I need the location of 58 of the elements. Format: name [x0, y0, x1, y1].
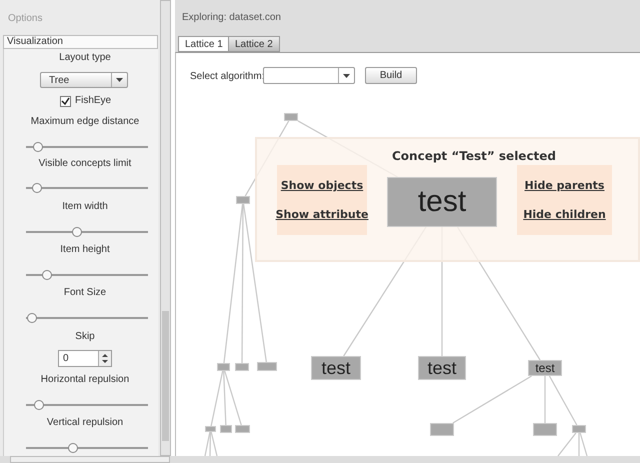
concept-node: test — [418, 356, 466, 380]
connector-line — [580, 432, 588, 456]
concept-node — [430, 423, 454, 436]
field-label: Layout type — [59, 52, 111, 63]
connector-line — [241, 204, 244, 363]
field-label: Vertical repulsion — [46, 417, 124, 428]
concept-node: test — [387, 177, 497, 227]
concept-node — [235, 425, 250, 433]
concept-node — [205, 426, 216, 432]
action-panel — [277, 165, 367, 235]
field-label: Horizontal repulsion — [40, 374, 130, 385]
connector-line — [578, 433, 580, 456]
text-link: Show attribute — [276, 208, 368, 221]
concept-node — [284, 113, 298, 121]
connector-line — [210, 432, 218, 456]
connector-line — [223, 204, 244, 364]
concept-node — [217, 363, 230, 371]
selection-panel — [255, 137, 640, 262]
connector-line — [223, 370, 226, 426]
field-label: Skip — [75, 331, 95, 342]
checkbox: FishEye — [60, 95, 112, 107]
connector-line — [210, 370, 224, 426]
panel-title: Concept “Test” selected — [392, 149, 556, 163]
section-header: Visualization — [3, 35, 158, 49]
connector-line — [242, 204, 267, 362]
action-panel — [517, 165, 612, 235]
field-label: Item width — [62, 201, 108, 212]
connector-line — [244, 120, 290, 196]
dropdown: Tree — [40, 72, 128, 88]
concept-node — [533, 423, 557, 436]
header-title: Exploring: dataset.con — [182, 12, 281, 23]
text-link: Show objects — [280, 179, 364, 192]
field-label: Font Size — [64, 287, 106, 298]
concept-node — [220, 425, 232, 433]
concept-node: test — [528, 360, 562, 376]
number-field: 0 — [58, 350, 112, 367]
field-label: Select algorithm: — [190, 71, 264, 82]
connector-line — [224, 370, 242, 426]
tab: Lattice 2 — [228, 36, 280, 52]
text-link: Hide children — [523, 208, 606, 221]
button: Build — [365, 67, 417, 84]
connector-line — [452, 375, 532, 424]
tab: Lattice 1 — [178, 36, 230, 52]
connector-line — [558, 432, 576, 456]
concept-node — [235, 363, 249, 371]
concept-node: test — [311, 356, 361, 380]
panel-title: Options — [8, 13, 42, 24]
field-label: Visible concepts limit — [38, 158, 132, 169]
concept-node — [236, 196, 250, 204]
connector-line — [548, 376, 578, 426]
connector-line — [204, 432, 210, 456]
field-label: Item height — [60, 244, 110, 255]
field-label: Maximum edge distance — [30, 116, 140, 127]
concept-node — [572, 425, 586, 433]
connector-line — [544, 376, 546, 423]
connector-line — [209, 432, 212, 456]
text-link: Hide parents — [524, 179, 604, 192]
concept-node — [257, 362, 277, 371]
